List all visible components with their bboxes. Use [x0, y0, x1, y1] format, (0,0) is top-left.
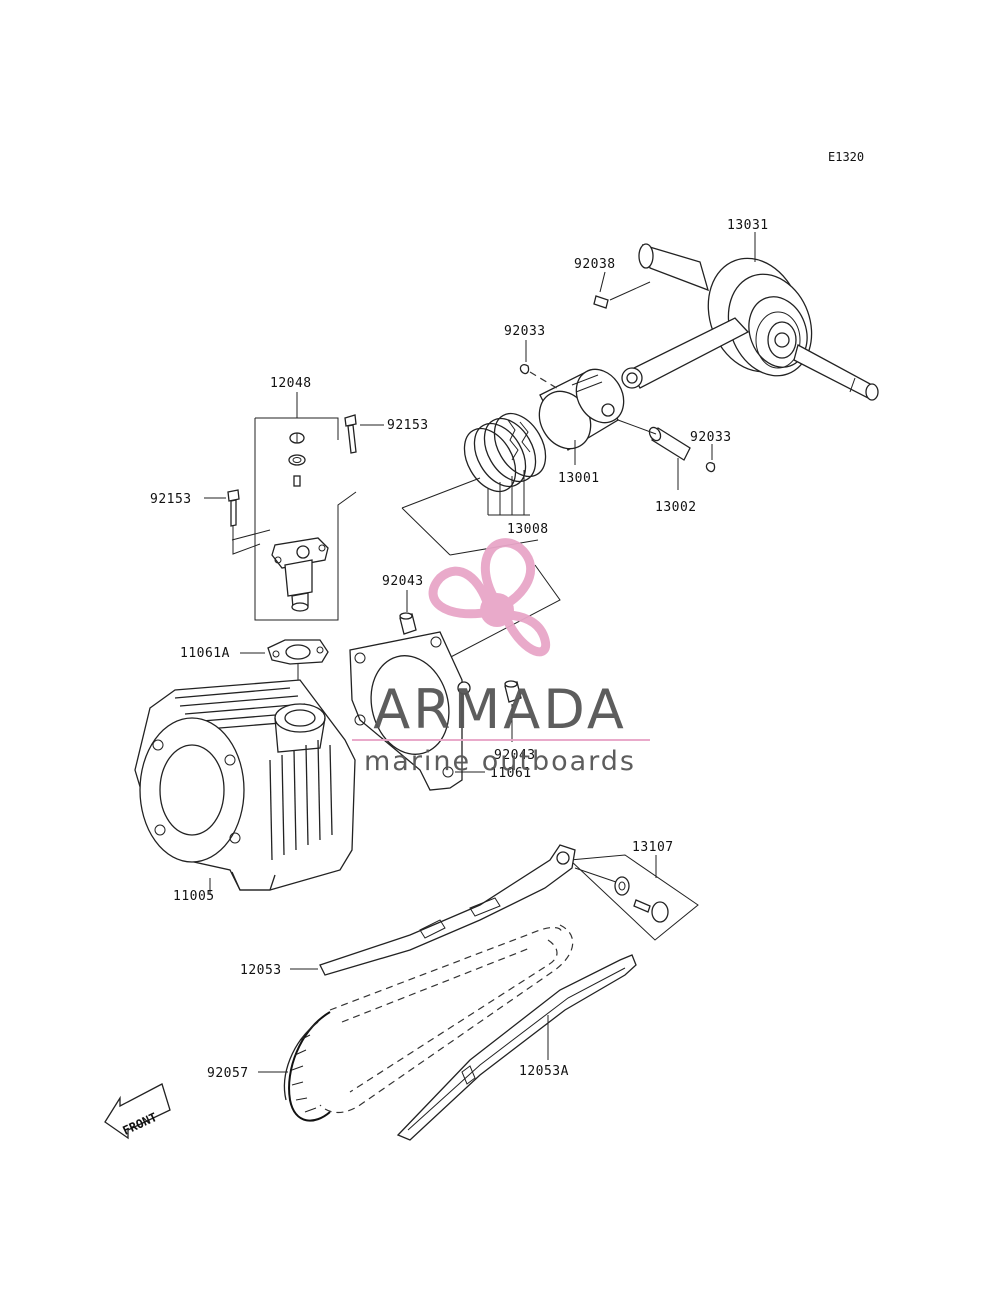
crankshaft-drawing: [621, 243, 879, 401]
guide-bolt-drawing: [614, 876, 669, 923]
diagram-code: E1320: [828, 150, 864, 164]
part-label-13002: 13002: [655, 500, 697, 515]
part-label-92043-top: 92043: [382, 574, 424, 589]
part-label-13107: 13107: [632, 840, 674, 855]
part-label-92033-right: 92033: [690, 430, 732, 445]
cylinder-drawing: [134, 679, 356, 891]
part-label-92033-top: 92033: [504, 324, 546, 339]
watermark-tagline: marine outboards: [364, 746, 636, 777]
cylinder-gasket-drawing: [349, 631, 471, 791]
assembly-line-pin: [617, 419, 657, 435]
part-label-12048: 12048: [270, 376, 312, 391]
chain-tensioner-arm-drawing: [319, 844, 576, 976]
dowel-pin-bottom-drawing: [504, 680, 522, 703]
watermark: ARMADA marine outboards: [352, 538, 650, 777]
part-label-11005: 11005: [173, 889, 215, 904]
leader-92038: [599, 271, 606, 293]
assembly-boundary-right: [444, 564, 561, 661]
guide-box: [568, 854, 699, 941]
assembly-line-guide: [574, 867, 617, 883]
tensioner-box-right: [254, 418, 357, 621]
part-label-92153-left: 92153: [150, 492, 192, 507]
assembly-line-clip-top: [529, 371, 561, 391]
tensioner-drawing: [271, 432, 329, 612]
front-direction-arrow: FRONT: [104, 1083, 171, 1140]
part-label-92057: 92057: [207, 1066, 249, 1081]
circlip-top-drawing: [519, 364, 530, 375]
piston-pin-drawing: [648, 426, 691, 461]
intake-gasket-drawing: [267, 639, 329, 665]
part-label-13001: 13001: [558, 471, 600, 486]
assembly-line-tensioner-left: [231, 529, 271, 541]
bolt-right-drawing: [344, 414, 357, 454]
part-label-92038: 92038: [574, 257, 616, 272]
dowel-pin-top-drawing: [399, 612, 417, 635]
tensioner-box-top: [255, 417, 339, 440]
leader-92038-shaft: [609, 281, 651, 301]
part-label-92153-right: 92153: [387, 418, 429, 433]
piston-drawing: [538, 368, 625, 451]
part-label-12053: 12053: [240, 963, 282, 978]
piston-rings-drawing: [463, 412, 547, 493]
part-label-13031: 13031: [727, 218, 769, 233]
part-label-92043-bottom-visible: 92043: [494, 748, 536, 763]
propeller-logo-icon: [428, 538, 551, 657]
part-label-13008: 13008: [507, 522, 549, 537]
assembly-line-bolt-left: [232, 526, 261, 555]
woodruff-key-drawing: [593, 295, 609, 309]
part-label-11061: 11061: [490, 766, 532, 781]
watermark-brand: ARMADA: [373, 678, 627, 741]
cam-chain-drawing: [283, 924, 574, 1122]
chain-guide-drawing: [396, 954, 637, 1141]
leader-13008: [487, 470, 530, 516]
part-label-11061A: 11061A: [180, 646, 230, 661]
bolt-left-drawing: [227, 489, 240, 527]
circlip-right-drawing: [705, 462, 716, 473]
part-label-12053A: 12053A: [519, 1064, 569, 1079]
